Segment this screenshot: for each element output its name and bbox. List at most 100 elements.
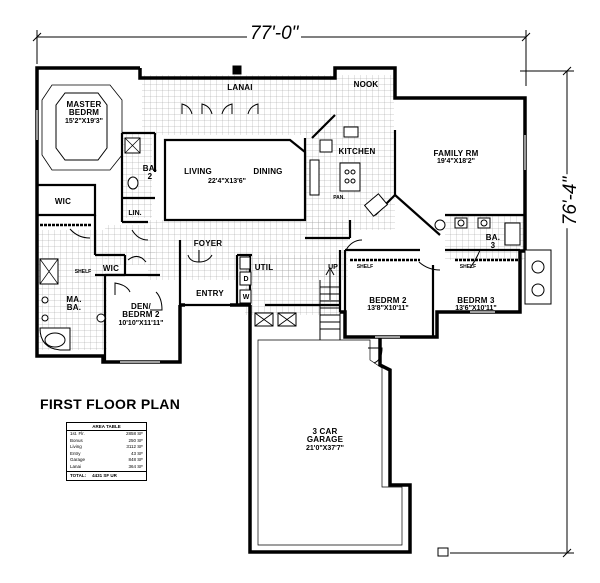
area-value: 3112 SF (126, 444, 143, 450)
pantry-tag: PAN. (333, 195, 345, 201)
door-swings (69, 103, 481, 364)
room-lanai: LANAI (220, 83, 260, 92)
area-row: Garage 848 SF (67, 457, 146, 464)
room-name: FAMILY RM (433, 149, 479, 158)
room-bath-3: BA. 3 (485, 233, 501, 251)
area-label: Bonus (70, 437, 83, 443)
room-size: 22'4"X13'6" (208, 178, 246, 185)
living-dining-room (163, 138, 307, 222)
closet-shelves (40, 223, 520, 262)
room-dining: DINING (248, 167, 288, 176)
room-name: FOYER (193, 239, 223, 248)
room-size: 21'0"X37'7" (306, 444, 344, 452)
garage-storage (254, 312, 297, 327)
room-master-bath: MA. BA. (62, 295, 86, 313)
room-name: BEDRM (68, 108, 100, 118)
kitchen-fixtures (309, 126, 389, 217)
room-size: 15'2"X19'3" (65, 117, 103, 125)
room-family: FAMILY RM 19'4"X18'2" (425, 149, 487, 166)
room-name: BA. (66, 303, 82, 313)
room-name: LANAI (227, 83, 253, 92)
shelf-tag: SHELF (356, 264, 374, 270)
windows (36, 110, 526, 363)
room-entry: ENTRY (192, 289, 228, 298)
area-label: Entry (70, 450, 81, 456)
room-name: BA. (142, 164, 158, 173)
room-bedroom-2: BEDRM 2 13'8"X10'11" (362, 296, 414, 313)
area-total-value: 4431 SF UR (92, 472, 117, 478)
laundry (239, 256, 252, 304)
depth-dimension-line (450, 66, 574, 558)
room-kitchen: KITCHEN (337, 147, 377, 156)
area-row: Living 3112 SF (67, 444, 146, 451)
plan-title: FIRST FLOOR PLAN (40, 396, 181, 412)
room-name: GARAGE (306, 435, 344, 445)
room-name: NOOK (353, 80, 379, 89)
area-value: 43 SF (130, 450, 143, 456)
overall-depth-label: 76'-4" (560, 173, 583, 229)
master-tray-ceiling (55, 92, 108, 161)
room-name: LIVING (184, 167, 212, 176)
room-living: LIVING (182, 167, 214, 176)
stair (319, 266, 341, 340)
shelf-tag: SHELF (459, 264, 477, 270)
room-name: WIC (102, 264, 120, 273)
room-wic-lower: WIC (98, 264, 124, 273)
room-name: MASTER (66, 100, 102, 109)
room-bedroom-3: BEDRM 3 13'6"X10'11" (450, 296, 502, 313)
exterior-walls (35, 66, 527, 554)
dryer-tag: D (243, 276, 249, 283)
living-dining-size: 22'4"X13'6" (200, 178, 254, 185)
room-garage: 3 CAR GARAGE 21'0"X37'7" (295, 427, 355, 452)
area-label: Living (70, 444, 82, 450)
room-size: 19'4"X18'2" (437, 158, 475, 166)
room-name: DINING (253, 167, 283, 176)
room-name: BEDRM 2 (369, 296, 407, 305)
room-size: 13'8"X10'11" (367, 305, 409, 313)
room-name: DEN/ (131, 302, 151, 311)
room-foyer: FOYER (190, 239, 226, 248)
room-name: 3 (490, 241, 496, 251)
room-master-bedroom: MASTER BEDRM 15'2"X19'3" (56, 100, 112, 125)
room-name: 3 CAR (312, 427, 338, 436)
area-label: Garage (70, 457, 86, 463)
area-label: Lanai (70, 463, 82, 469)
area-table-heading: AREA TABLE (67, 423, 146, 431)
room-name: MA. (66, 295, 82, 304)
shelf-tag: SHELF (74, 269, 92, 275)
room-nook: NOOK (348, 80, 384, 89)
area-value: 848 SF (128, 457, 143, 463)
stair-up-tag: UP (328, 264, 338, 271)
room-size: 10'10"X11'11" (118, 319, 164, 327)
room-utility: UTIL (252, 263, 276, 272)
room-name: LIN. (128, 210, 142, 217)
area-value: 364 SF (128, 463, 143, 469)
room-size: 13'6"X10'11" (455, 305, 497, 313)
overall-width-label: 77'-0" (247, 23, 302, 45)
exterior-pads (232, 65, 552, 557)
garage-interior-outline (257, 339, 403, 546)
room-name: ENTRY (196, 289, 224, 298)
area-value: 250 SF (128, 437, 143, 443)
area-row: 1st. Flr.2858 SF (67, 431, 146, 438)
room-name: BA. (485, 233, 501, 242)
area-total-label: TOTAL: (70, 472, 87, 478)
room-name: BEDRM 3 (457, 296, 495, 305)
area-total-row: TOTAL: 4431 SF UR (67, 470, 146, 480)
area-row: Lanai 364 SF (67, 464, 146, 471)
bath-fixtures (39, 137, 521, 351)
room-name: 2 (147, 172, 153, 182)
room-name: WIC (54, 197, 72, 206)
room-name: KITCHEN (338, 147, 376, 156)
room-name: UTIL (254, 263, 274, 272)
area-label: 1st. Flr. (70, 431, 85, 436)
room-linen: LIN. (124, 203, 146, 220)
room-name: BEDRM 2 (122, 310, 160, 320)
room-den: DEN/ BEDRM 2 10'10"X11'11" (116, 302, 166, 327)
washer-tag: W (242, 294, 250, 301)
master-bay-window (41, 84, 123, 171)
room-wic-upper: WIC (48, 197, 78, 206)
